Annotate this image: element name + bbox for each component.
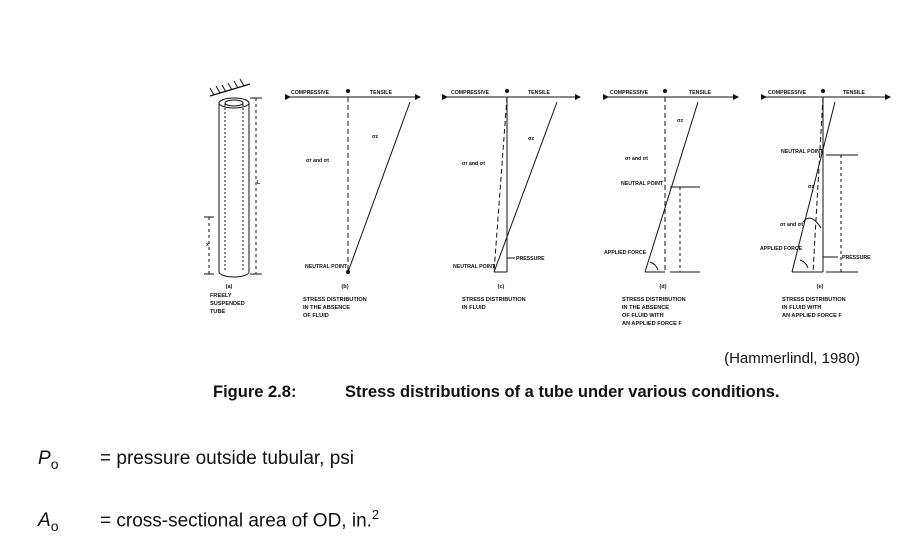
panel-d-caption-1: STRESS DISTRIBUTION (622, 297, 686, 303)
panel-e-applied: APPLIED FORCE (760, 246, 803, 252)
panel-a-caption-2: SUSPENDED (210, 301, 245, 307)
panel-d-caption-3: OF FLUID WITH (622, 313, 664, 319)
panel-d-sigma-rt: σr and σt (625, 156, 648, 162)
panel-d-sigma-z: σz (677, 118, 684, 124)
panel-e-caption-3: AN APPLIED FORCE F (782, 313, 842, 319)
definition-superscript: 2 (371, 507, 380, 522)
panel-e-tag: (e) (817, 284, 824, 290)
panel-e-diagram (761, 89, 891, 273)
panel-e-sigma-rt: σr and σt (780, 222, 803, 228)
panel-b-tensile: TENSILE (370, 90, 392, 96)
panel-d-compressive: COMPRESSIVE (610, 90, 649, 96)
panel-b-compressive: COMPRESSIVE (291, 90, 330, 96)
panel-e-caption-1: STRESS DISTRIBUTION (782, 297, 846, 303)
panel-c-sigma-z: σz (528, 136, 535, 142)
definition-area-od: Ao = cross-sectional area of OD, in.2 (38, 507, 379, 534)
panel-e-sigma-z: σz (808, 184, 815, 190)
panel-e-caption-2: IN FLUID WITH (782, 305, 821, 311)
panel-c-tag: (c) (498, 284, 505, 290)
panel-c-pressure: PRESSURE (516, 256, 545, 262)
panel-b-sigma-rt: σr and σt (306, 158, 329, 164)
panel-c-tensile: TENSILE (528, 90, 550, 96)
panel-c-compressive: COMPRESSIVE (451, 90, 490, 96)
panel-a-caption-1: FREELY (210, 293, 232, 299)
definition-text: = cross-sectional area of OD, in. (100, 510, 372, 532)
figure-caption-text: Stress distributions of a tube under var… (345, 383, 780, 401)
panel-d-tag: (d) (659, 284, 666, 290)
panel-c-caption-2: IN FLUID (462, 305, 486, 311)
definition-symbol: Ao (38, 510, 59, 535)
panel-d-caption-4: AN APPLIED FORCE F (622, 321, 682, 327)
panel-e-compressive: COMPRESSIVE (768, 90, 807, 96)
figure-number: Figure 2.8: (213, 383, 297, 401)
panel-a-tag: (a) (226, 284, 233, 290)
panel-d-applied: APPLIED FORCE (604, 250, 647, 256)
panel-b-tag: (b) (341, 284, 348, 290)
figure-caption: Figure 2.8: Stress distributions of a tub… (213, 383, 780, 402)
panel-d-diagram (603, 89, 739, 273)
panel-c-neutral: NEUTRAL POINT (453, 264, 496, 270)
panel-d-neutral: NEUTRAL POINT (621, 181, 664, 187)
panel-b-caption-2: IN THE ABSENCE (303, 305, 350, 311)
panel-d-tensile: TENSILE (689, 90, 711, 96)
definition-pressure-outside: Po = pressure outside tubular, psi (38, 448, 354, 472)
panel-b-diagram (285, 89, 421, 274)
panel-b-caption-3: OF FLUID (303, 313, 329, 319)
definition-text: = pressure outside tubular, psi (100, 448, 355, 469)
panel-e-pressure: PRESSURE (842, 255, 871, 261)
panel-c-caption-1: STRESS DISTRIBUTION (462, 297, 526, 303)
panel-a-caption-3: TUBE (210, 309, 225, 315)
label-x: x (206, 242, 209, 248)
panel-e-tensile: TENSILE (843, 90, 865, 96)
panel-b-neutral: NEUTRAL POINT (305, 264, 348, 270)
panel-c-diagram (442, 89, 581, 273)
panel-c-sigma-rt: σr and σt (462, 161, 485, 167)
definition-symbol: Po (38, 448, 59, 472)
panel-b-sigma-z: σz (372, 134, 379, 140)
figure-source: (Hammerlindl, 1980) (724, 350, 860, 367)
panel-a-tube (204, 78, 262, 278)
stress-distribution-figure: L x (a) FREELY SUSPENDED TUBE COMPRESSIV… (204, 78, 891, 327)
panel-b-caption-1: STRESS DISTRIBUTION (303, 297, 367, 303)
panel-e-neutral: NEUTRAL POINT (781, 149, 824, 155)
label-L: L (257, 180, 261, 186)
panel-d-caption-2: IN THE ABSENCE (622, 305, 669, 311)
